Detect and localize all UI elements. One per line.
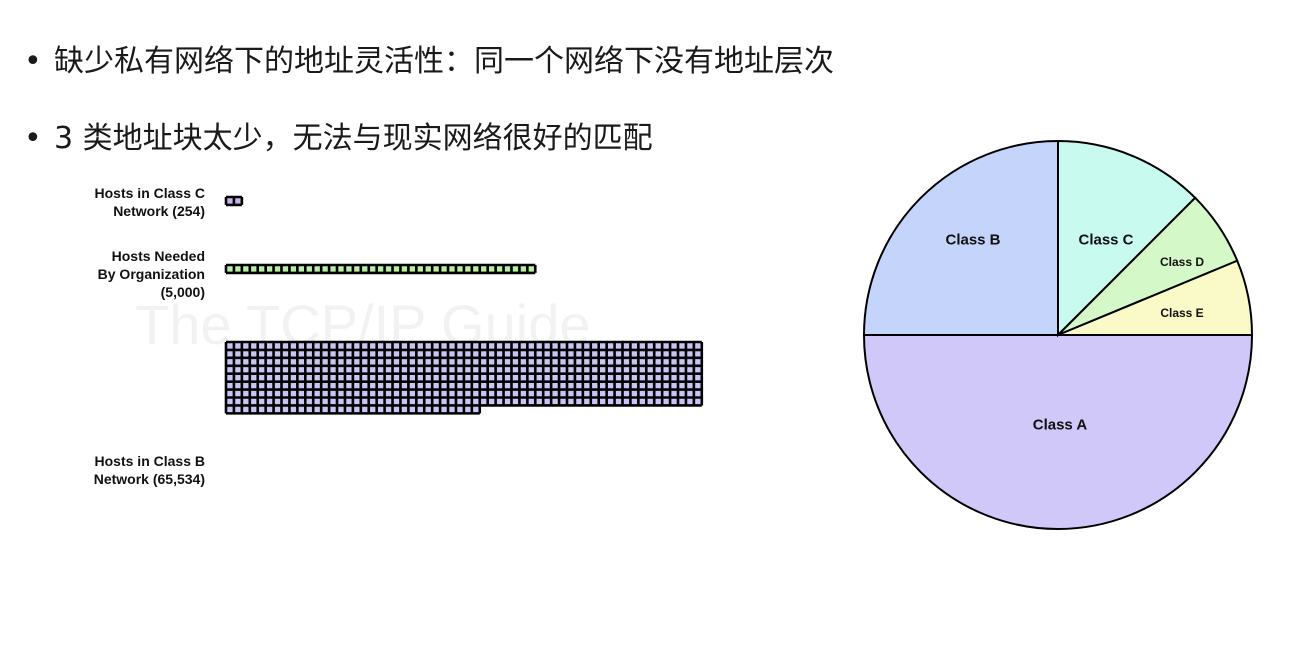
pie-label-class-c: Class C [1078,231,1133,248]
label-class-c-line-1: Hosts in Class C [94,185,205,201]
pie-label-class-e: Class E [1160,306,1203,320]
class-c-host-blocks [224,195,244,207]
bullet-1-marker: • [24,44,42,79]
needed-host-blocks [224,263,537,275]
pie-slice-class-a [862,334,1254,530]
class-b-host-blocks [224,340,704,415]
label-needed-line-3: (5,000) [160,284,205,300]
bullet-2-marker: • [24,121,42,156]
label-needed-line-1: Hosts Needed [111,248,205,264]
pie-label-class-a: Class A [1033,416,1088,433]
bullet-2-text: 3 类地址块太少，无法与现实网络很好的匹配 [54,121,653,156]
label-class-b-line-2: Network (65,534) [93,471,205,487]
label-class-b-line-1: Hosts in Class B [94,453,205,469]
pie-slice-class-e [1057,259,1254,336]
bullet-1-text: 缺少私有网络下的地址灵活性：同一个网络下没有地址层次 [54,44,834,79]
bullet-1: • 缺少私有网络下的地址灵活性：同一个网络下没有地址层次 [24,36,834,80]
label-class-c-hosts: Hosts in Class C Network (254) [0,184,205,220]
pie-label-class-d: Class D [1160,255,1204,269]
pie-label-class-b: Class B [945,231,1000,248]
pie-slice-class-b [862,139,1059,336]
label-needed-line-2: By Organization [97,266,205,282]
pie-slice-class-c [1057,139,1197,338]
label-class-b-hosts: Hosts in Class B Network (65,534) [0,452,205,488]
bullet-2: • 3 类地址块太少，无法与现实网络很好的匹配 [24,113,653,157]
label-class-c-line-2: Network (254) [113,203,205,219]
label-hosts-needed: Hosts Needed By Organization (5,000) [0,247,205,301]
